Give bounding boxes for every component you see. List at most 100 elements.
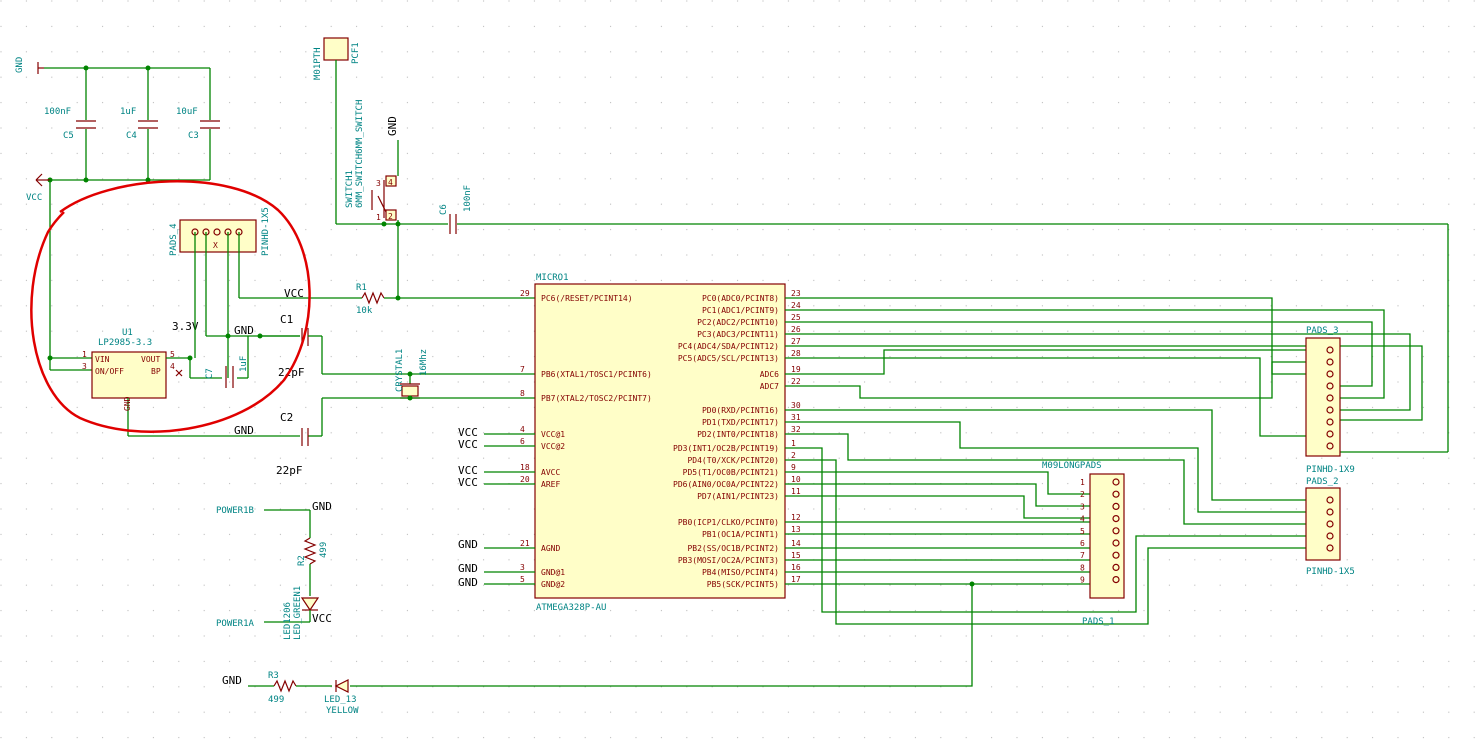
micro1-pin-number: 4 [520,425,525,434]
gnd-net-5: GND [458,576,478,589]
v33-label: 3.3V [172,320,199,333]
gnd-label-c1: GND [234,324,254,337]
micro1-pin-number: 28 [791,349,801,358]
header-pin-number: 1 [1080,478,1085,487]
micro1-pin-number: 19 [791,365,801,374]
r1-value: 10k [356,306,373,316]
header-pad [1326,394,1334,402]
c4-ref: C4 [126,131,137,141]
micro1-pin-name: PC4(ADC4/SDA/PCINT12) [678,342,779,351]
vcc-label-led: VCC [312,612,332,625]
header-pad [1112,551,1120,559]
micro1-pin-number: 11 [791,487,801,496]
vcc-label-r1: VCC [284,287,304,300]
micro1-pin-name: PD4(T0/XCK/PCINT20) [687,456,779,465]
micro1-pin-name: PC1(ADC1/PCINT9) [702,306,779,315]
micro1-pin-name: PC0(ADC0/PCINT8) [702,294,779,303]
header-pad [1326,496,1334,504]
micro1-pin-number: 17 [791,575,801,584]
micro1-pin-number: 9 [791,463,796,472]
micro1-pin-number: 26 [791,325,801,334]
micro1-pin-number: 15 [791,551,801,560]
gnd-net-3: GND [458,562,478,575]
micro1-pin-number: 5 [520,575,525,584]
u1-ref: U1 [122,328,133,338]
m01-pin: PCF1 [351,42,361,64]
c4-value: 1uF [120,107,136,117]
header-pad [1326,430,1334,438]
header-pad [1112,502,1120,510]
u1-num-3: 3 [82,362,87,371]
led-green-ref: LED1206 [283,602,293,640]
micro1-pin-number: 21 [520,539,530,548]
vcc-net-6: VCC [458,438,478,451]
r1-ref: R1 [356,283,367,293]
pads3-pins [1326,346,1334,450]
pads2-pins [1326,496,1334,552]
c6-ref: C6 [439,204,449,215]
pads2-header[interactable] [1305,487,1341,561]
gnd-label-r2: GND [312,500,332,513]
micro1-pin-number: 10 [791,475,801,484]
header-pin-number: 2 [1080,490,1085,499]
header-pad [1112,563,1120,572]
micro1-pin-name: PD2(INT0/PCINT18) [697,430,779,439]
micro1-pin-number: 14 [791,539,801,548]
micro1-pin-number: 32 [791,425,801,434]
micro1-pin-name: PC5(ADC5/SCL/PCINT13) [678,354,779,363]
c1-value: 22pF [278,366,305,379]
header-pad [1112,490,1120,498]
micro1-pin-number: 30 [791,401,801,410]
header-pad [1112,514,1120,523]
c1-ref: C1 [280,313,293,326]
vcc-net-18: VCC [458,464,478,477]
power1b-label: POWER1B [216,506,254,516]
switch-pin-2: 2 [388,212,393,221]
header-pad [1112,539,1120,547]
micro1-pin-name: PC2(ADC2/PCINT10) [697,318,779,327]
micro1-pin-number: 13 [791,525,801,534]
micro1-pin-number: 6 [520,437,525,446]
micro1-chip[interactable] [534,283,786,599]
header-pad [1326,382,1334,390]
micro1-pin-name: PD6(AIN0/OC0A/PCINT22) [673,480,779,489]
micro1-pin-name: PD7(AIN1/PCINT23) [697,492,779,501]
r3-ref: R3 [268,671,279,681]
c5-ref: C5 [63,131,74,141]
header-pad [1326,544,1334,552]
r2-value: 499 [319,542,329,558]
pads1-value: M09LONGPADS [1042,461,1102,471]
c7-value: 1uF [239,356,249,372]
u1-pin-gnd: GND [123,396,132,411]
u1-num-1: 1 [82,350,87,359]
r3-value: 499 [268,695,284,705]
header-pad [1326,520,1334,528]
micro1-pin-name: PD1(TXD/PCINT17) [702,418,779,427]
crystal-ref: CRYSTAL1 [395,349,405,392]
header-pin-number: 5 [1080,527,1085,536]
c2-ref: C2 [280,411,293,424]
header-pad [1326,346,1334,354]
micro1-pin-name: ADC7 [760,382,779,391]
power1a-label: POWER1A [216,619,255,629]
pads4-ref: PADS_4 [169,223,179,256]
header-pad [1326,358,1334,366]
decoupling-caps [37,62,220,183]
led13-circuit [248,679,349,693]
vcc-label-left: VCC [26,193,42,203]
pads3-header[interactable] [1305,337,1341,457]
header-pad [1112,527,1120,535]
micro1-pin-number: 7 [520,365,525,374]
micro1-pin-number: 31 [791,413,801,422]
c3-ref: C3 [188,131,199,141]
pads2-value: PINHD-1X5 [1306,567,1355,577]
micro1-pin-number: 27 [791,337,801,346]
m01-ref: M01PTH [313,47,323,80]
led-green-value: LED_GREEN1 [293,586,303,640]
micro1-pin-name: AREF [541,480,560,489]
micro1-pin-name: PD0(RXD/PCINT16) [702,406,779,415]
micro1-pin-name: GND@2 [541,580,565,589]
u1-pin-vout: VOUT [141,355,160,364]
